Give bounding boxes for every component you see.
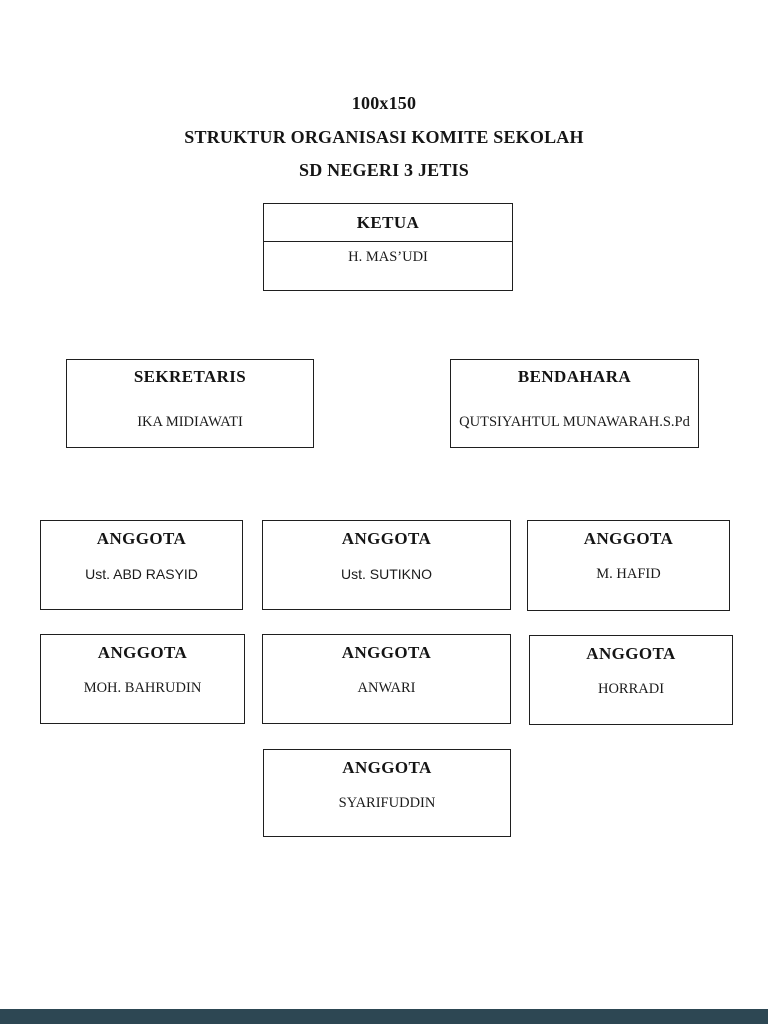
page-size-label: 100x150 (351, 93, 417, 113)
person-name: M. HAFID (596, 566, 661, 582)
role-label: ANGGOTA (583, 529, 674, 548)
org-node-anggota-1: ANGGOTA Ust. ABD RASYID (40, 520, 243, 610)
role-label: ANGGOTA (586, 644, 676, 663)
org-node-sekretaris: SEKRETARIS IKA MIDIAWATI (66, 359, 314, 448)
role-label: ANGGOTA (97, 643, 188, 662)
role-label: ANGGOTA (342, 758, 432, 777)
org-node-name-cell: H. MAS’UDI (264, 242, 512, 266)
org-node-anggota-2: ANGGOTA Ust. SUTIKNO (262, 520, 511, 610)
org-node-anggota-5: ANGGOTA ANWARI (262, 634, 511, 724)
org-node-anggota-4: ANGGOTA MOH. BAHRUDIN (40, 634, 245, 724)
role-label: KETUA (356, 212, 420, 232)
org-node-anggota-6: ANGGOTA HORRADI (529, 635, 733, 725)
person-name: Ust. ABD RASYID (85, 566, 198, 582)
role-label: BENDAHARA (517, 367, 632, 386)
person-name: QUTSIYAHTUL MUNAWARAH.S.Pd (459, 414, 690, 430)
page-subtitle: SD NEGERI 3 JETIS (299, 160, 469, 180)
person-name: ANWARI (357, 680, 416, 696)
person-name: H. MAS’UDI (348, 249, 428, 265)
person-name: HORRADI (597, 681, 665, 697)
person-name: MOH. BAHRUDIN (83, 680, 202, 696)
org-node-anggota-7: ANGGOTA SYARIFUDDIN (263, 749, 511, 837)
org-node-ketua: KETUA H. MAS’UDI (263, 203, 513, 291)
org-node-role-cell: KETUA (264, 204, 512, 242)
person-name: SYARIFUDDIN (338, 795, 436, 811)
role-label: ANGGOTA (96, 529, 187, 548)
role-label: ANGGOTA (341, 643, 432, 662)
role-label: ANGGOTA (341, 529, 432, 548)
role-label: SEKRETARIS (133, 367, 247, 386)
viewer-footer-bar (0, 1009, 768, 1024)
person-name: Ust. SUTIKNO (340, 566, 432, 582)
org-node-bendahara: BENDAHARA QUTSIYAHTUL MUNAWARAH.S.Pd (450, 359, 699, 448)
org-node-anggota-3: ANGGOTA M. HAFID (527, 520, 730, 611)
page-title: STRUKTUR ORGANISASI KOMITE SEKOLAH (184, 127, 584, 147)
person-name: IKA MIDIAWATI (137, 414, 243, 430)
